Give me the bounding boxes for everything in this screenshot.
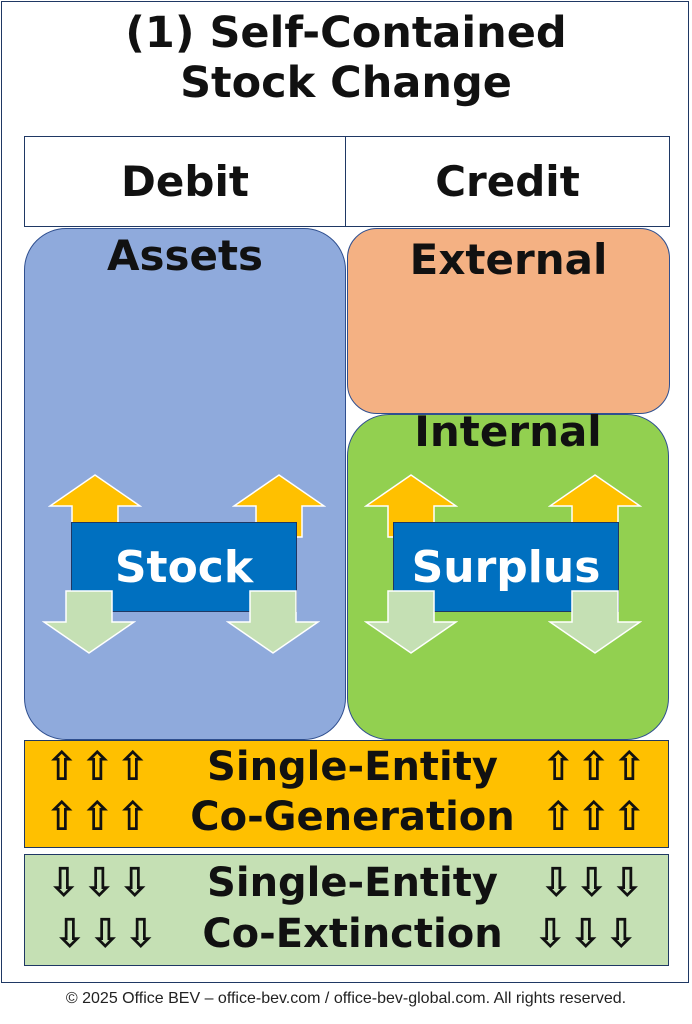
- copyright-footer: © 2025 Office BEV – office-bev.com / off…: [65, 990, 627, 1007]
- internal-label: Internal: [414, 407, 602, 456]
- up-arrow-icons: ⇧⇧⇧: [45, 794, 152, 840]
- co-extinction-band: ⇩⇩⇩ Single-Entity ⇩⇩⇩ ⇩⇩⇩ Co-Extinction …: [24, 854, 669, 966]
- credit-header: Credit: [345, 136, 670, 227]
- external-box: External: [347, 228, 670, 414]
- diagram-frame: [1, 1, 689, 983]
- down-arrow-icons: ⇩⇩⇩: [533, 911, 640, 957]
- up-arrow-icons: ⇧⇧⇧: [541, 744, 648, 790]
- assets-label: Assets: [106, 231, 264, 280]
- title-line-1: (1) Self-Contained: [125, 8, 567, 58]
- down-arrow-icons: ⇩⇩⇩: [47, 860, 154, 906]
- down-arrow-icons: ⇩⇩⇩: [539, 860, 646, 906]
- up-arrow-icons: ⇧⇧⇧: [541, 794, 648, 840]
- title-line-2: Stock Change: [180, 58, 512, 108]
- extinction-line-2: Co-Extinction: [202, 911, 503, 957]
- external-label: External: [409, 235, 608, 284]
- debit-header: Debit: [24, 136, 346, 227]
- down-arrow-icons: ⇩⇩⇩: [53, 911, 160, 957]
- down-arrow-icon: [548, 590, 642, 654]
- generation-line-2: Co-Generation: [190, 794, 515, 840]
- up-arrow-icons: ⇧⇧⇧: [45, 744, 152, 790]
- extinction-line-1: Single-Entity: [207, 860, 498, 906]
- down-arrow-icon: [226, 590, 320, 654]
- down-arrow-icon: [42, 590, 136, 654]
- generation-line-1: Single-Entity: [207, 744, 498, 790]
- diagram-title: (1) Self-Contained Stock Change: [0, 8, 692, 108]
- down-arrow-icon: [364, 590, 458, 654]
- co-generation-band: ⇧⇧⇧ Single-Entity ⇧⇧⇧ ⇧⇧⇧ Co-Generation …: [24, 740, 669, 848]
